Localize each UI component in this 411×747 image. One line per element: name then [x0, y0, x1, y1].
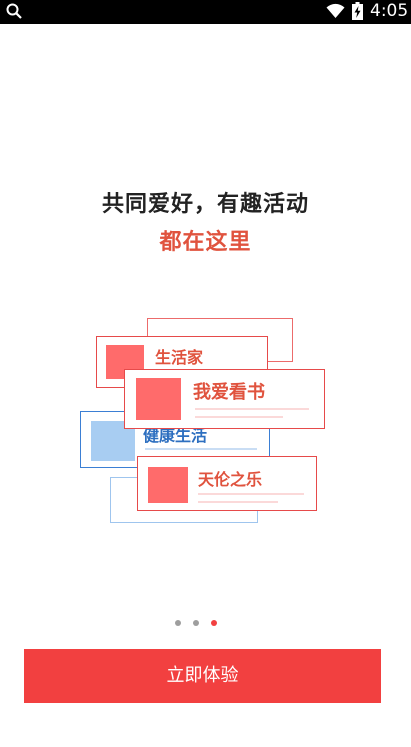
page-dot-active[interactable] — [211, 620, 217, 626]
page-indicator — [0, 620, 411, 628]
card-label: 生活家 — [155, 348, 204, 367]
card-thumbnail — [148, 467, 188, 503]
card-text-line — [195, 408, 309, 410]
wifi-icon — [326, 3, 345, 18]
card-text-line — [195, 416, 283, 418]
onboarding-headline: 共同爱好，有趣活动 — [101, 191, 309, 217]
card-label: 天伦之乐 — [198, 470, 263, 489]
card-text-line — [198, 493, 304, 495]
card-text-line — [198, 501, 278, 503]
card-thumbnail — [136, 378, 181, 420]
start-experience-button[interactable]: 立即体验 — [24, 649, 381, 703]
status-bar: 4:05 — [0, 0, 411, 24]
status-time: 4:05 — [370, 1, 409, 21]
card-label: 健康生活 — [143, 426, 208, 445]
card-label: 我爱看书 — [193, 382, 265, 403]
interest-card-reading: 我爱看书 — [124, 369, 325, 429]
page-dot[interactable] — [175, 620, 181, 626]
page-dot[interactable] — [193, 620, 199, 626]
search-icon[interactable] — [6, 3, 22, 19]
battery-charging-icon — [352, 2, 363, 20]
onboarding-subline: 都在这里 — [159, 229, 252, 255]
interest-card-family: 天伦之乐 — [137, 456, 317, 511]
card-text-line — [145, 448, 257, 450]
